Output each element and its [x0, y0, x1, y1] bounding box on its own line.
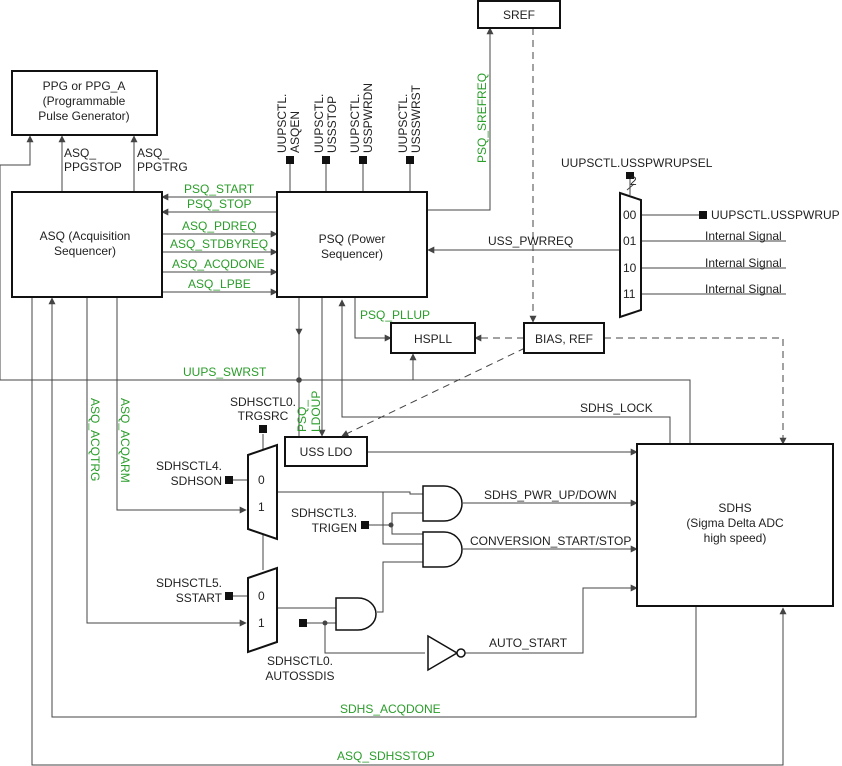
- ppg-input-labels: ASQ_ PPGSTOP ASQ_ PPGTRG: [64, 146, 188, 174]
- trigen-label-2: TRIGEN: [312, 521, 357, 535]
- mux-in-01-label: Internal Signal: [705, 229, 782, 243]
- sref-block: SREF: [477, 0, 561, 29]
- sdhson-label-1: SDHSCTL4.: [156, 459, 222, 473]
- asq-ppgstop-label-1: ASQ_: [64, 146, 96, 160]
- signal-auto-start: AUTO_START: [489, 636, 568, 650]
- mux-in-11-label: Internal Signal: [705, 282, 782, 296]
- bias-ref-label: BIAS, REF: [535, 332, 593, 346]
- junctions: [296, 377, 394, 626]
- autossdis-label-1: SDHSCTL0.: [267, 654, 333, 668]
- uss-ldo-label: USS LDO: [300, 445, 353, 459]
- signal-asq-stdbyreq: ASQ_STDBYREQ: [170, 237, 268, 251]
- sdhs-block: SDHS (Sigma Delta ADC high speed): [636, 443, 834, 607]
- control-bit-markers: [225, 156, 707, 627]
- signal-asq-lpbe: ASQ_LPBE: [188, 277, 251, 291]
- ctrl-ussstop-2: USSSTOP: [325, 96, 339, 153]
- control-register-labels: SDHSCTL0. TRGSRC SDHSCTL4. SDHSON SDHSCT…: [156, 395, 357, 683]
- asq-ppgstop-label-2: PPGSTOP: [64, 160, 122, 174]
- signal-uups-swrst: UUPS_SWRST: [183, 365, 267, 379]
- mux-in-10-label: Internal Signal: [705, 256, 782, 270]
- ctrl-ussswrst-2: USSSWRST: [409, 84, 423, 153]
- trig-mux-in0: 0: [258, 473, 265, 487]
- mux-in-00-label: UUPSCTL.USSPWRUP: [711, 208, 840, 222]
- psq-title: PSQ (Power: [319, 232, 386, 246]
- asq-ppgtrg-label-1: ASQ_: [137, 146, 169, 160]
- mux-in-11: 11: [623, 287, 636, 301]
- signal-sdhs-lock: SDHS_LOCK: [580, 401, 653, 415]
- mux-in-10: 10: [623, 261, 637, 275]
- sstart-label-2: SSTART: [176, 591, 223, 605]
- trig-mux: 0 1: [247, 443, 278, 541]
- uss-ldo-block: USS LDO: [284, 436, 368, 467]
- sdhs-subtitle-2: high speed): [704, 531, 767, 545]
- signal-conversion: CONVERSION_START/STOP: [470, 534, 631, 548]
- asq-subtitle: Sequencer): [54, 244, 116, 258]
- ctrl-ussswrst-1: UUPSCTL.: [396, 94, 410, 153]
- signal-asq-acqtrg: ASQ_ACQTRG: [88, 398, 102, 481]
- mux-in-00: 00: [623, 208, 637, 222]
- signal-psq-ldoup-2: LDOUP: [309, 391, 323, 432]
- start-mux: 0 1: [247, 566, 278, 654]
- signal-asq-acqdone: ASQ_ACQDONE: [172, 257, 265, 271]
- asq-block: ASQ (Acquisition Sequencer): [11, 191, 163, 298]
- bias-ref-block: BIAS, REF: [523, 322, 605, 354]
- inverter: [427, 634, 466, 672]
- mux-select-width: 2: [630, 174, 637, 188]
- misc-signal-labels: PSQ_PLLUP UUPS_SWRST PSQ_ LDOUP ASQ_ACQT…: [88, 308, 653, 763]
- psq-control-bit-labels: UUPSCTL. ASQEN UUPSCTL. USSSTOP UUPSCTL.…: [275, 83, 423, 153]
- ppg-subtitle-1: (Programmable: [43, 94, 126, 108]
- signal-asq-sdhsstop: ASQ_SDHSSTOP: [337, 749, 435, 763]
- ctrl-ussstop-1: UUPSCTL.: [312, 94, 326, 153]
- asq-psq-signal-labels: PSQ_START PSQ_STOP ASQ_PDREQ ASQ_STDBYRE…: [170, 182, 268, 291]
- signal-asq-pdreq: ASQ_PDREQ: [182, 219, 257, 233]
- sref-label: SREF: [503, 8, 535, 22]
- and-gate-start: [335, 597, 377, 631]
- ppg-block: PPG or PPG_A (Programmable Pulse Generat…: [11, 70, 158, 136]
- pwrup-mux: 00 01 10 11: [619, 191, 642, 319]
- sdhs-title: SDHS: [718, 501, 751, 515]
- signal-psq-srefreq: PSQ_SREFREQ: [475, 73, 489, 163]
- ctrl-asqen-1: UUPSCTL.: [275, 94, 289, 153]
- and-gate-conv: [422, 531, 463, 568]
- ctrl-usspwrdn-1: UUPSCTL.: [348, 94, 362, 153]
- and-gates: [335, 485, 463, 631]
- pwrup-mux-labels: UUPSCTL.USSPWRUPSEL 2 UUPSCTL.USSPWRUP I…: [488, 156, 840, 296]
- trgsrc-label-1: SDHSCTL0.: [230, 395, 296, 409]
- mux-select-label: UUPSCTL.USSPWRUPSEL: [561, 156, 713, 170]
- signal-psq-pllup: PSQ_PLLUP: [360, 308, 430, 322]
- start-mux-in1: 1: [258, 616, 265, 630]
- signal-uss-pwrreq: USS_PWRREQ: [488, 234, 573, 248]
- wires: [0, 27, 787, 766]
- signal-asq-acqarm: ASQ_ACQARM: [118, 398, 132, 483]
- signal-sdhs-acqdone: SDHS_ACQDONE: [340, 702, 441, 716]
- hspll-label: HSPLL: [414, 332, 452, 346]
- sdhson-label-2: SDHSON: [171, 474, 222, 488]
- hspll-block: HSPLL: [390, 322, 476, 354]
- trig-mux-in1: 1: [258, 500, 265, 514]
- asq-ppgtrg-label-2: PPGTRG: [137, 160, 188, 174]
- psq-block: PSQ (Power Sequencer): [276, 191, 428, 298]
- signal-psq-ldoup-1: PSQ_: [295, 400, 309, 432]
- signal-sdhs-pwr: SDHS_PWR_UP/DOWN: [484, 488, 617, 502]
- ppg-subtitle-2: Pulse Generator): [38, 109, 129, 123]
- ctrl-asqen-2: ASQEN: [288, 111, 302, 153]
- psq-subtitle: Sequencer): [321, 247, 383, 261]
- signal-psq-stop: PSQ_STOP: [187, 197, 251, 211]
- ctrl-usspwrdn-2: USSPWRDN: [361, 83, 375, 153]
- sdhs-subtitle-1: (Sigma Delta ADC: [686, 516, 784, 530]
- sstart-label-1: SDHSCTL5.: [156, 576, 222, 590]
- trigen-label-1: SDHSCTL3.: [291, 506, 357, 520]
- asq-title: ASQ (Acquisition: [40, 229, 131, 243]
- and-gate-pwr: [422, 485, 463, 522]
- mux-in-01: 01: [623, 234, 637, 248]
- signal-psq-start: PSQ_START: [184, 182, 255, 196]
- start-mux-in0: 0: [258, 589, 265, 603]
- ppg-title: PPG or PPG_A: [43, 79, 126, 93]
- autossdis-label-2: AUTOSSDIS: [265, 669, 334, 683]
- trgsrc-label-2: TRGSRC: [238, 409, 289, 423]
